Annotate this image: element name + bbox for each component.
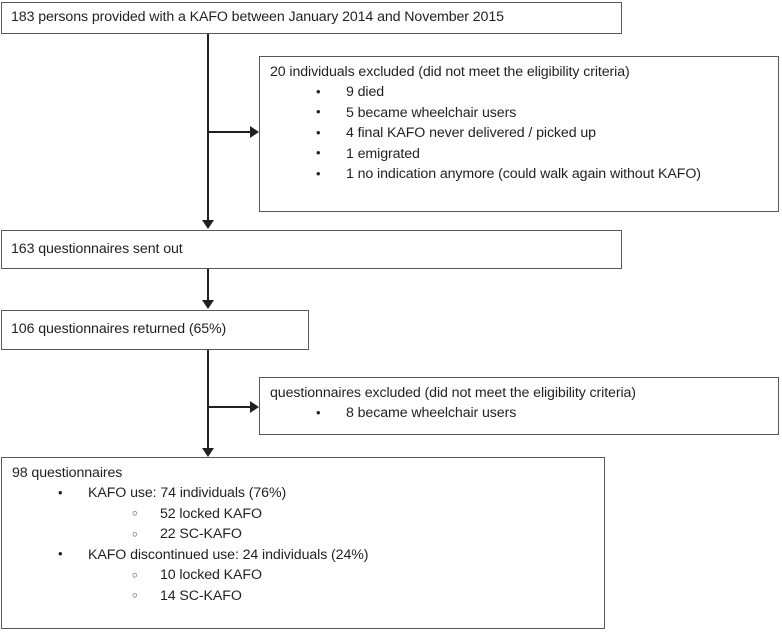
- arrow-sentout-to-returned: [202, 300, 214, 309]
- list-item: 5 became wheelchair users: [316, 102, 768, 124]
- node-analysed-title: 98 questionnaires: [12, 465, 123, 481]
- node-excluded-questionnaires: questionnaires excluded (did not meet th…: [259, 377, 779, 435]
- node-excluded-questionnaires-title: questionnaires excluded (did not meet th…: [270, 385, 636, 401]
- node-sent-out-title: 163 questionnaires sent out: [11, 241, 183, 257]
- connector-sentout-to-returned: [207, 269, 209, 301]
- group-label: KAFO use: 74 individuals (76%): [88, 485, 287, 501]
- list-item: KAFO use: 74 individuals (76%) 52 locked…: [58, 483, 594, 545]
- node-enrolled: 183 persons provided with a KAFO between…: [1, 2, 622, 34]
- analysed-group-1-sublist: 10 locked KAFO 14 SC-KAFO: [88, 565, 594, 606]
- list-item: 14 SC-KAFO: [132, 586, 594, 606]
- excluded-questionnaires-list: 8 became wheelchair users: [270, 403, 768, 424]
- arrow-to-excluded-initial: [250, 126, 259, 138]
- arrow-enrolled-to-sentout: [202, 220, 214, 229]
- connector-branch-excluded-questionnaires: [207, 406, 251, 408]
- list-item: 1 no indication anymore (could walk agai…: [316, 164, 768, 185]
- list-item: 22 SC-KAFO: [132, 524, 594, 544]
- arrow-to-excluded-questionnaires: [250, 401, 259, 413]
- connector-trunk-upper: [207, 34, 209, 221]
- node-excluded-initial: 20 individuals excluded (did not meet th…: [259, 56, 779, 212]
- connector-trunk-lower: [207, 350, 209, 449]
- analysed-group-list: KAFO use: 74 individuals (76%) 52 locked…: [12, 483, 594, 606]
- node-returned: 106 questionnaires returned (65%): [1, 310, 309, 350]
- group-label: KAFO discontinued use: 24 individuals (2…: [88, 546, 369, 563]
- list-item: 9 died: [316, 82, 768, 103]
- arrow-returned-to-analysed: [202, 448, 214, 457]
- list-item: 4 final KAFO never delivered / picked up: [316, 123, 768, 144]
- node-excluded-initial-title: 20 individuals excluded (did not meet th…: [270, 64, 630, 80]
- node-analysed: 98 questionnaires KAFO use: 74 individua…: [1, 457, 605, 629]
- list-item: 8 became wheelchair users: [316, 403, 768, 424]
- list-item: 52 locked KAFO: [132, 504, 594, 524]
- list-item: 1 emigrated: [316, 143, 768, 165]
- excluded-initial-list: 9 died 5 became wheelchair users 4 final…: [270, 82, 768, 185]
- list-item: KAFO discontinued use: 24 individuals (2…: [58, 544, 594, 606]
- list-item: 10 locked KAFO: [132, 565, 594, 585]
- node-sent-out: 163 questionnaires sent out: [1, 230, 622, 269]
- node-returned-title: 106 questionnaires returned (65%): [11, 321, 227, 337]
- analysed-group-0-sublist: 52 locked KAFO 22 SC-KAFO: [88, 504, 594, 545]
- connector-branch-excluded-initial: [207, 131, 251, 133]
- node-enrolled-title: 183 persons provided with a KAFO between…: [11, 9, 504, 25]
